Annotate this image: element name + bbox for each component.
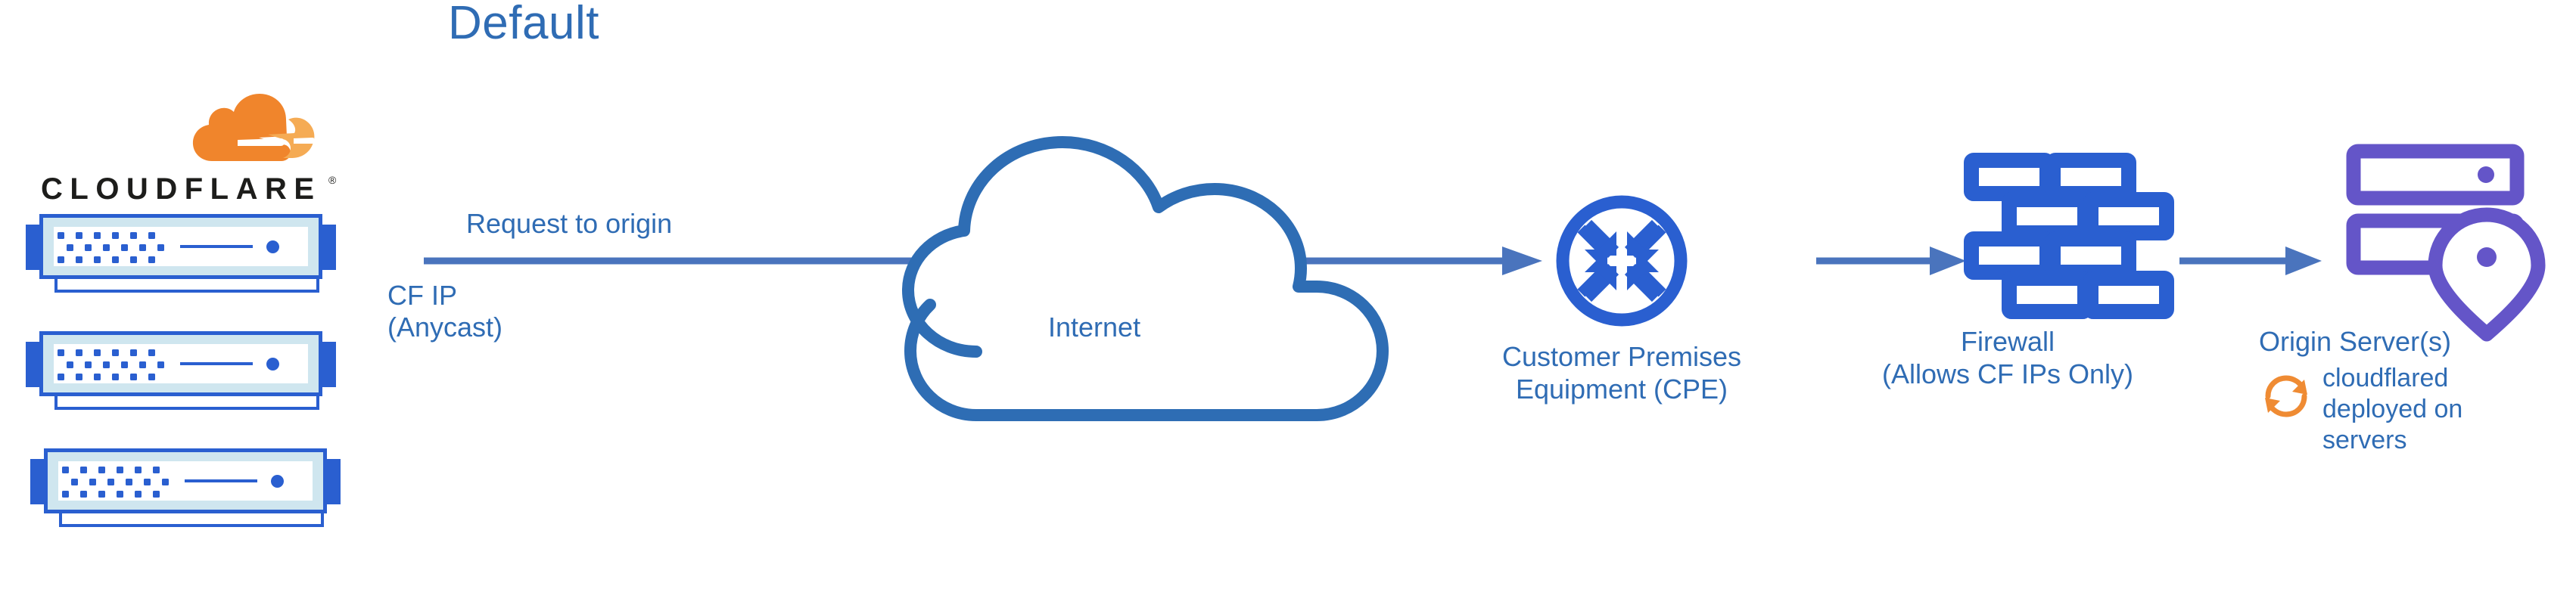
request-to-origin-label: Request to origin (466, 208, 673, 239)
cloudflare-edge-server-1 (23, 214, 341, 297)
cloudflared-line-3: servers (2322, 425, 2407, 454)
cloudflare-edge-server-3 (27, 448, 345, 532)
server-tab-right (319, 342, 336, 387)
router-arrows-circle-icon (1556, 195, 1688, 327)
server-tab-left (30, 459, 47, 504)
server-shelf (59, 513, 324, 527)
origin-server-label: Origin Server(s) (2259, 326, 2452, 357)
firewall-label-line-1: Firewall (1960, 326, 2055, 357)
cf-ip-anycast-label: CF IP (Anycast) (387, 280, 502, 344)
cf-ip-line-1: CF IP (387, 280, 458, 311)
cloudflare-cloud-icon (189, 91, 325, 170)
server-led-icon (266, 240, 279, 253)
sync-arrows-icon (2259, 369, 2313, 427)
page-title: Default (448, 0, 599, 49)
cloudflared-text: cloudflared deployed on servers (2322, 363, 2462, 455)
server-tab-right (324, 459, 341, 504)
server-led-icon (271, 475, 284, 488)
server-status-line (180, 362, 253, 365)
arrow-cpe-to-firewall (1816, 247, 1966, 275)
firewall-label: Firewall (Allows CF IPs Only) (1849, 325, 2167, 390)
cpe-label-line-2: Equipment (CPE) (1515, 374, 1728, 405)
cloudflared-line-1: cloudflared (2322, 364, 2449, 392)
brick-wall-icon (1964, 153, 2174, 319)
cloudflare-wordmark: CLOUDFLARE (41, 172, 322, 206)
server-location-pin-icon (2346, 144, 2546, 342)
server-status-line (180, 245, 253, 248)
server-tab-left (26, 225, 42, 270)
cloudflare-logo: CLOUDFLARE ® (23, 91, 348, 212)
cpe-label: Customer Premises Equipment (CPE) (1463, 340, 1781, 405)
server-tab-left (26, 342, 42, 387)
firewall-label-line-2: (Allows CF IPs Only) (1881, 358, 2134, 390)
cloud-icon (902, 136, 1389, 421)
cloudflared-line-2: deployed on (2322, 394, 2463, 423)
server-led-icon (266, 358, 279, 371)
server-tab-right (319, 225, 336, 270)
arrow-cloudflare-to-cpe (424, 247, 1542, 275)
cloudflare-edge-server-2 (23, 331, 341, 414)
cloudflared-note: cloudflared deployed on servers (2259, 363, 2562, 499)
arrow-firewall-to-origin (2179, 247, 2322, 275)
server-shelf (54, 279, 319, 293)
server-shelf (54, 396, 319, 410)
cpe-label-line-1: Customer Premises (1501, 341, 1742, 372)
server-status-line (185, 479, 257, 482)
internet-label: Internet (1048, 312, 1140, 343)
cf-ip-line-2: (Anycast) (387, 312, 503, 343)
registered-trademark-mark: ® (328, 174, 337, 186)
